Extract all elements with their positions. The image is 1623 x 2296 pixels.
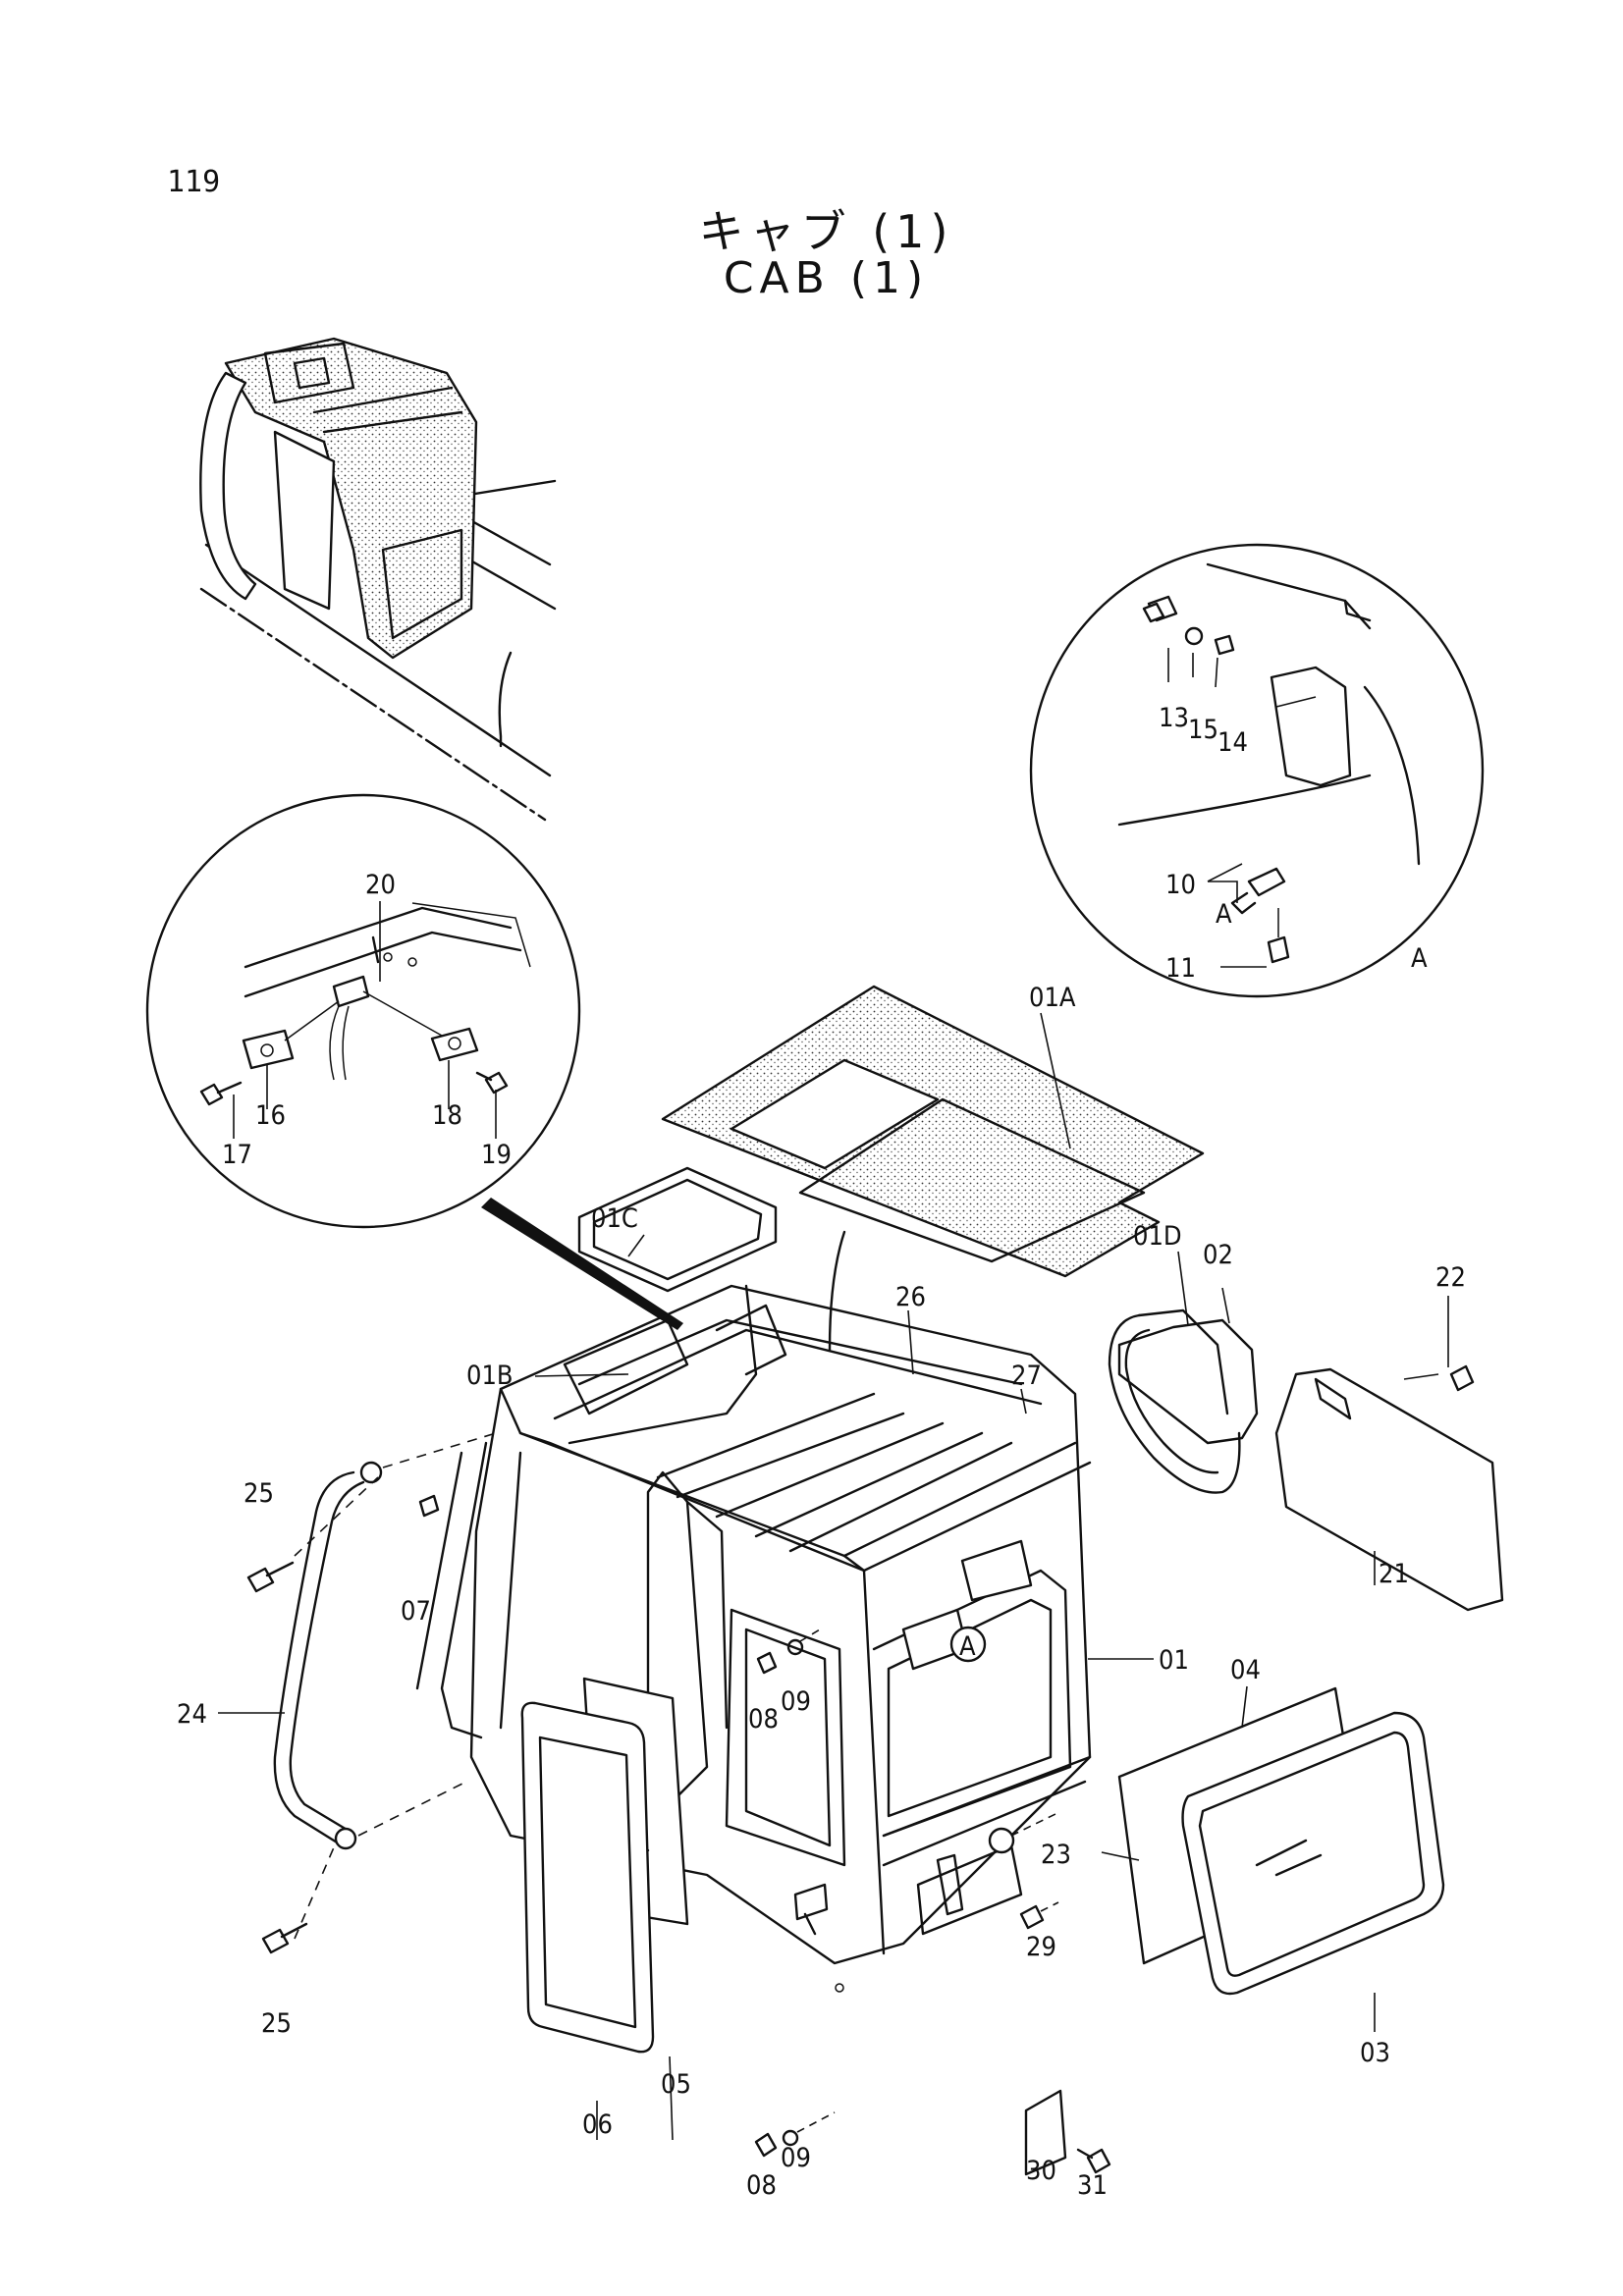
detail-a-marker xyxy=(949,1626,987,1663)
label-detail-a-sub: A xyxy=(1216,899,1232,930)
detail-circle-window-latch xyxy=(145,793,581,1229)
label-01d: 01D xyxy=(1133,1221,1182,1252)
label-30: 30 xyxy=(1026,2156,1056,2186)
detail-pointer xyxy=(481,1198,683,1330)
label-22: 22 xyxy=(1435,1262,1466,1293)
page-number: 119 xyxy=(167,165,221,199)
label-25-top: 25 xyxy=(243,1478,274,1509)
machine-overview xyxy=(199,337,557,822)
label-15: 15 xyxy=(1188,715,1218,745)
label-13: 13 xyxy=(1159,703,1189,733)
label-04: 04 xyxy=(1230,1655,1261,1685)
label-09-lower: 09 xyxy=(781,2143,811,2173)
cab-body xyxy=(415,1284,1092,1993)
label-01c: 01C xyxy=(591,1203,638,1234)
label-detail-a-marker: A xyxy=(959,1631,976,1662)
label-11: 11 xyxy=(1165,953,1196,984)
front-window-04-03 xyxy=(1117,1686,1445,1996)
label-24: 24 xyxy=(177,1699,207,1730)
label-20: 20 xyxy=(365,870,396,900)
callout-labels: 20 17 16 18 19 01A 01C 01B 26 27 01 04 0… xyxy=(177,703,1466,2201)
label-01a: 01A xyxy=(1029,983,1076,1013)
label-02: 02 xyxy=(1203,1240,1233,1270)
label-31: 31 xyxy=(1077,2170,1108,2201)
roof-panel-01a xyxy=(661,985,1205,1278)
label-07: 07 xyxy=(401,1596,431,1627)
label-17: 17 xyxy=(222,1140,252,1170)
label-18: 18 xyxy=(432,1100,462,1131)
label-25-bottom: 25 xyxy=(261,2008,292,2039)
diagram-title-japanese: キャブ (1) xyxy=(698,205,954,258)
side-window-21 xyxy=(1274,1367,1504,1612)
label-21: 21 xyxy=(1379,1559,1409,1589)
label-03: 03 xyxy=(1360,2038,1390,2068)
label-01b: 01B xyxy=(466,1361,514,1391)
label-06: 06 xyxy=(582,2109,613,2140)
cover-plate-30 xyxy=(1024,2089,1067,2176)
leader-lines xyxy=(218,648,1449,2141)
label-16: 16 xyxy=(255,1100,286,1131)
detail-circle-a xyxy=(1029,543,1485,998)
label-detail-a-circle: A xyxy=(1411,943,1428,974)
label-29: 29 xyxy=(1026,1932,1056,1962)
label-26: 26 xyxy=(895,1282,926,1312)
side-window-06-05 xyxy=(520,1677,689,2054)
label-27: 27 xyxy=(1011,1361,1042,1391)
label-09-upper: 09 xyxy=(781,1686,811,1717)
label-01: 01 xyxy=(1159,1645,1189,1676)
label-23: 23 xyxy=(1041,1840,1071,1870)
label-10: 10 xyxy=(1165,870,1196,900)
window-seal-01c xyxy=(577,1166,778,1293)
diagram-title-english: CAB (1) xyxy=(723,253,930,303)
handrail-24 xyxy=(273,1432,497,1940)
window-01d-and-02 xyxy=(1108,1308,1259,1494)
label-08-upper: 08 xyxy=(748,1704,779,1735)
fasteners xyxy=(246,1364,1475,2174)
label-08-lower: 08 xyxy=(746,2170,777,2201)
detail-pointer-roof xyxy=(828,1230,846,1352)
label-14: 14 xyxy=(1217,727,1248,758)
label-19: 19 xyxy=(481,1140,512,1170)
label-05: 05 xyxy=(661,2069,691,2100)
